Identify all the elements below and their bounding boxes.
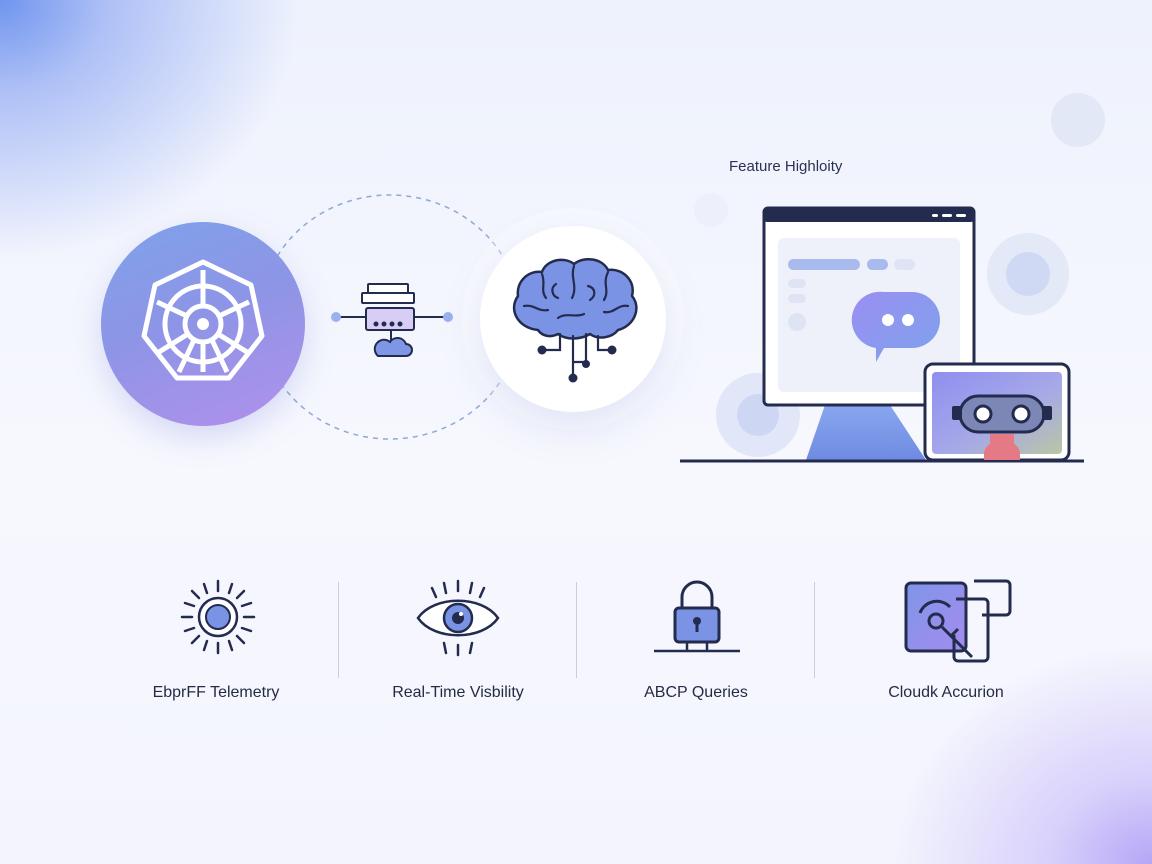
decor-circle-faint (694, 193, 728, 227)
feature-label-queries: ABCP Queries (644, 684, 748, 701)
feature-label-accurion: Cloudk Accurion (888, 684, 1004, 701)
brain-circle (480, 226, 666, 412)
linked-squares-icon (904, 579, 1012, 663)
eye-icon (416, 579, 500, 657)
decor-circle-right-inner (1006, 252, 1050, 296)
padlock-icon (654, 580, 740, 653)
feature-divider-1 (338, 582, 339, 678)
server-node-icon (331, 283, 453, 357)
monitor-chat-illustration (680, 206, 1084, 463)
brain-icon (512, 257, 638, 383)
sun-icon (180, 579, 256, 655)
decor-circle-top (1051, 93, 1105, 147)
feature-highlights-title: Feature Highloity (729, 158, 843, 175)
ship-wheel-icon (141, 259, 265, 381)
feature-divider-3 (814, 582, 815, 678)
kubernetes-circle (101, 222, 305, 426)
feature-label-telemetry: EbprFF Telemetry (152, 684, 280, 701)
feature-divider-2 (576, 582, 577, 678)
feature-label-visibility: Real-Time Visbility (392, 684, 524, 701)
